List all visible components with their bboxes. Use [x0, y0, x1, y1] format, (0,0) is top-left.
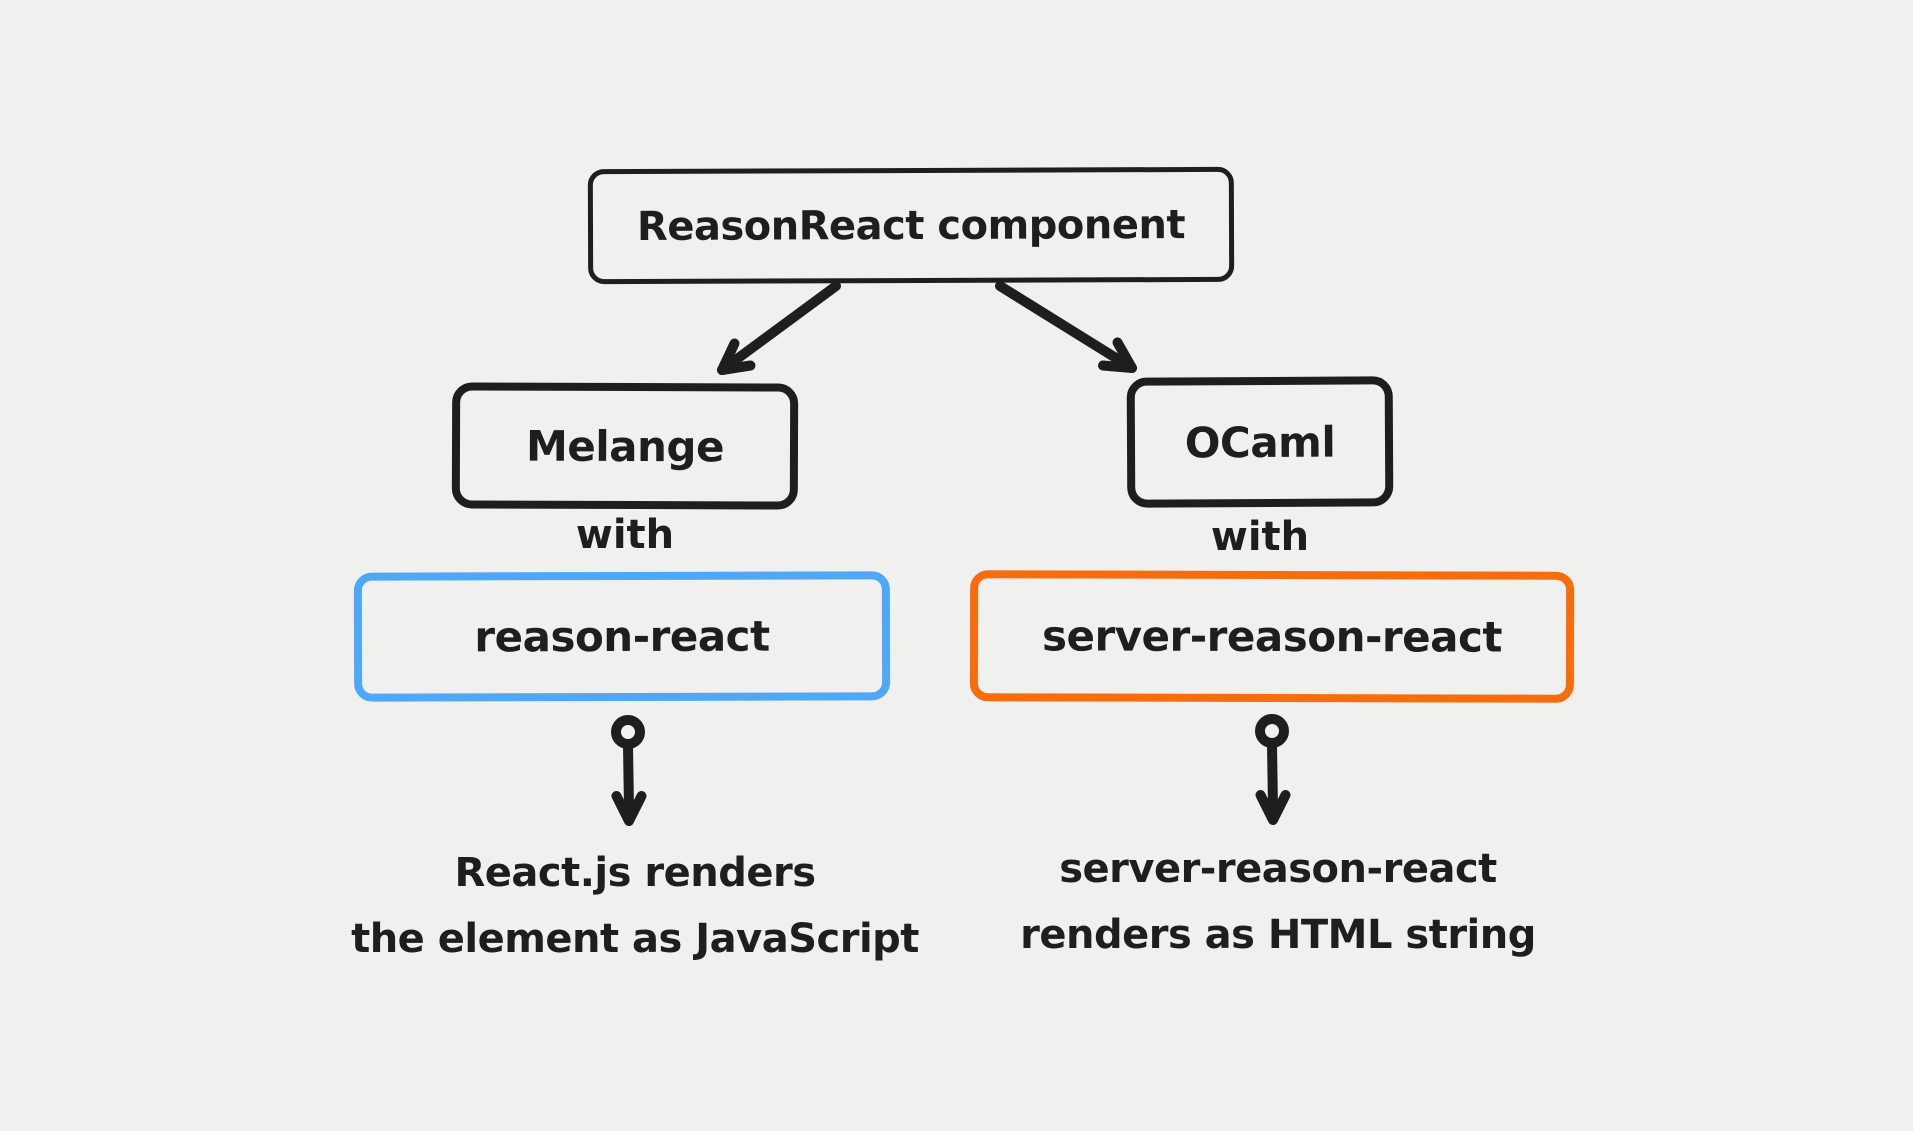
- ocaml-with-label: with: [1210, 514, 1310, 560]
- down-right-arrow-icon: [995, 281, 1137, 373]
- down-arrow-icon: [611, 715, 647, 826]
- server-render-caption: server-reason-react renders as HTML stri…: [972, 836, 1584, 968]
- node-ocaml-label: OCaml: [1184, 417, 1336, 467]
- server-render-caption-line2: renders as HTML string: [1020, 912, 1536, 958]
- node-server-reason-react: server-reason-react: [969, 570, 1575, 703]
- down-arrow-icon: [1255, 714, 1291, 825]
- melange-with-label: with: [575, 512, 675, 558]
- node-reasonreact-component: ReasonReact component: [587, 166, 1235, 285]
- node-reason-react-label: reason-react: [474, 611, 770, 662]
- client-render-caption-line1: React.js renders: [454, 850, 816, 896]
- node-melange-label: Melange: [525, 421, 725, 471]
- node-server-reason-react-label: server-reason-react: [1041, 611, 1503, 662]
- node-ocaml: OCaml: [1126, 376, 1394, 508]
- node-reason-react: reason-react: [353, 571, 891, 702]
- client-render-caption-line2: the element as JavaScript: [351, 916, 919, 962]
- node-reasonreact-component-label: ReasonReact component: [636, 201, 1186, 250]
- node-melange: Melange: [451, 382, 799, 510]
- server-render-caption-line1: server-reason-react: [1059, 846, 1497, 892]
- client-render-caption: React.js renders the element as JavaScri…: [325, 840, 945, 972]
- down-left-arrow-icon: [717, 281, 841, 375]
